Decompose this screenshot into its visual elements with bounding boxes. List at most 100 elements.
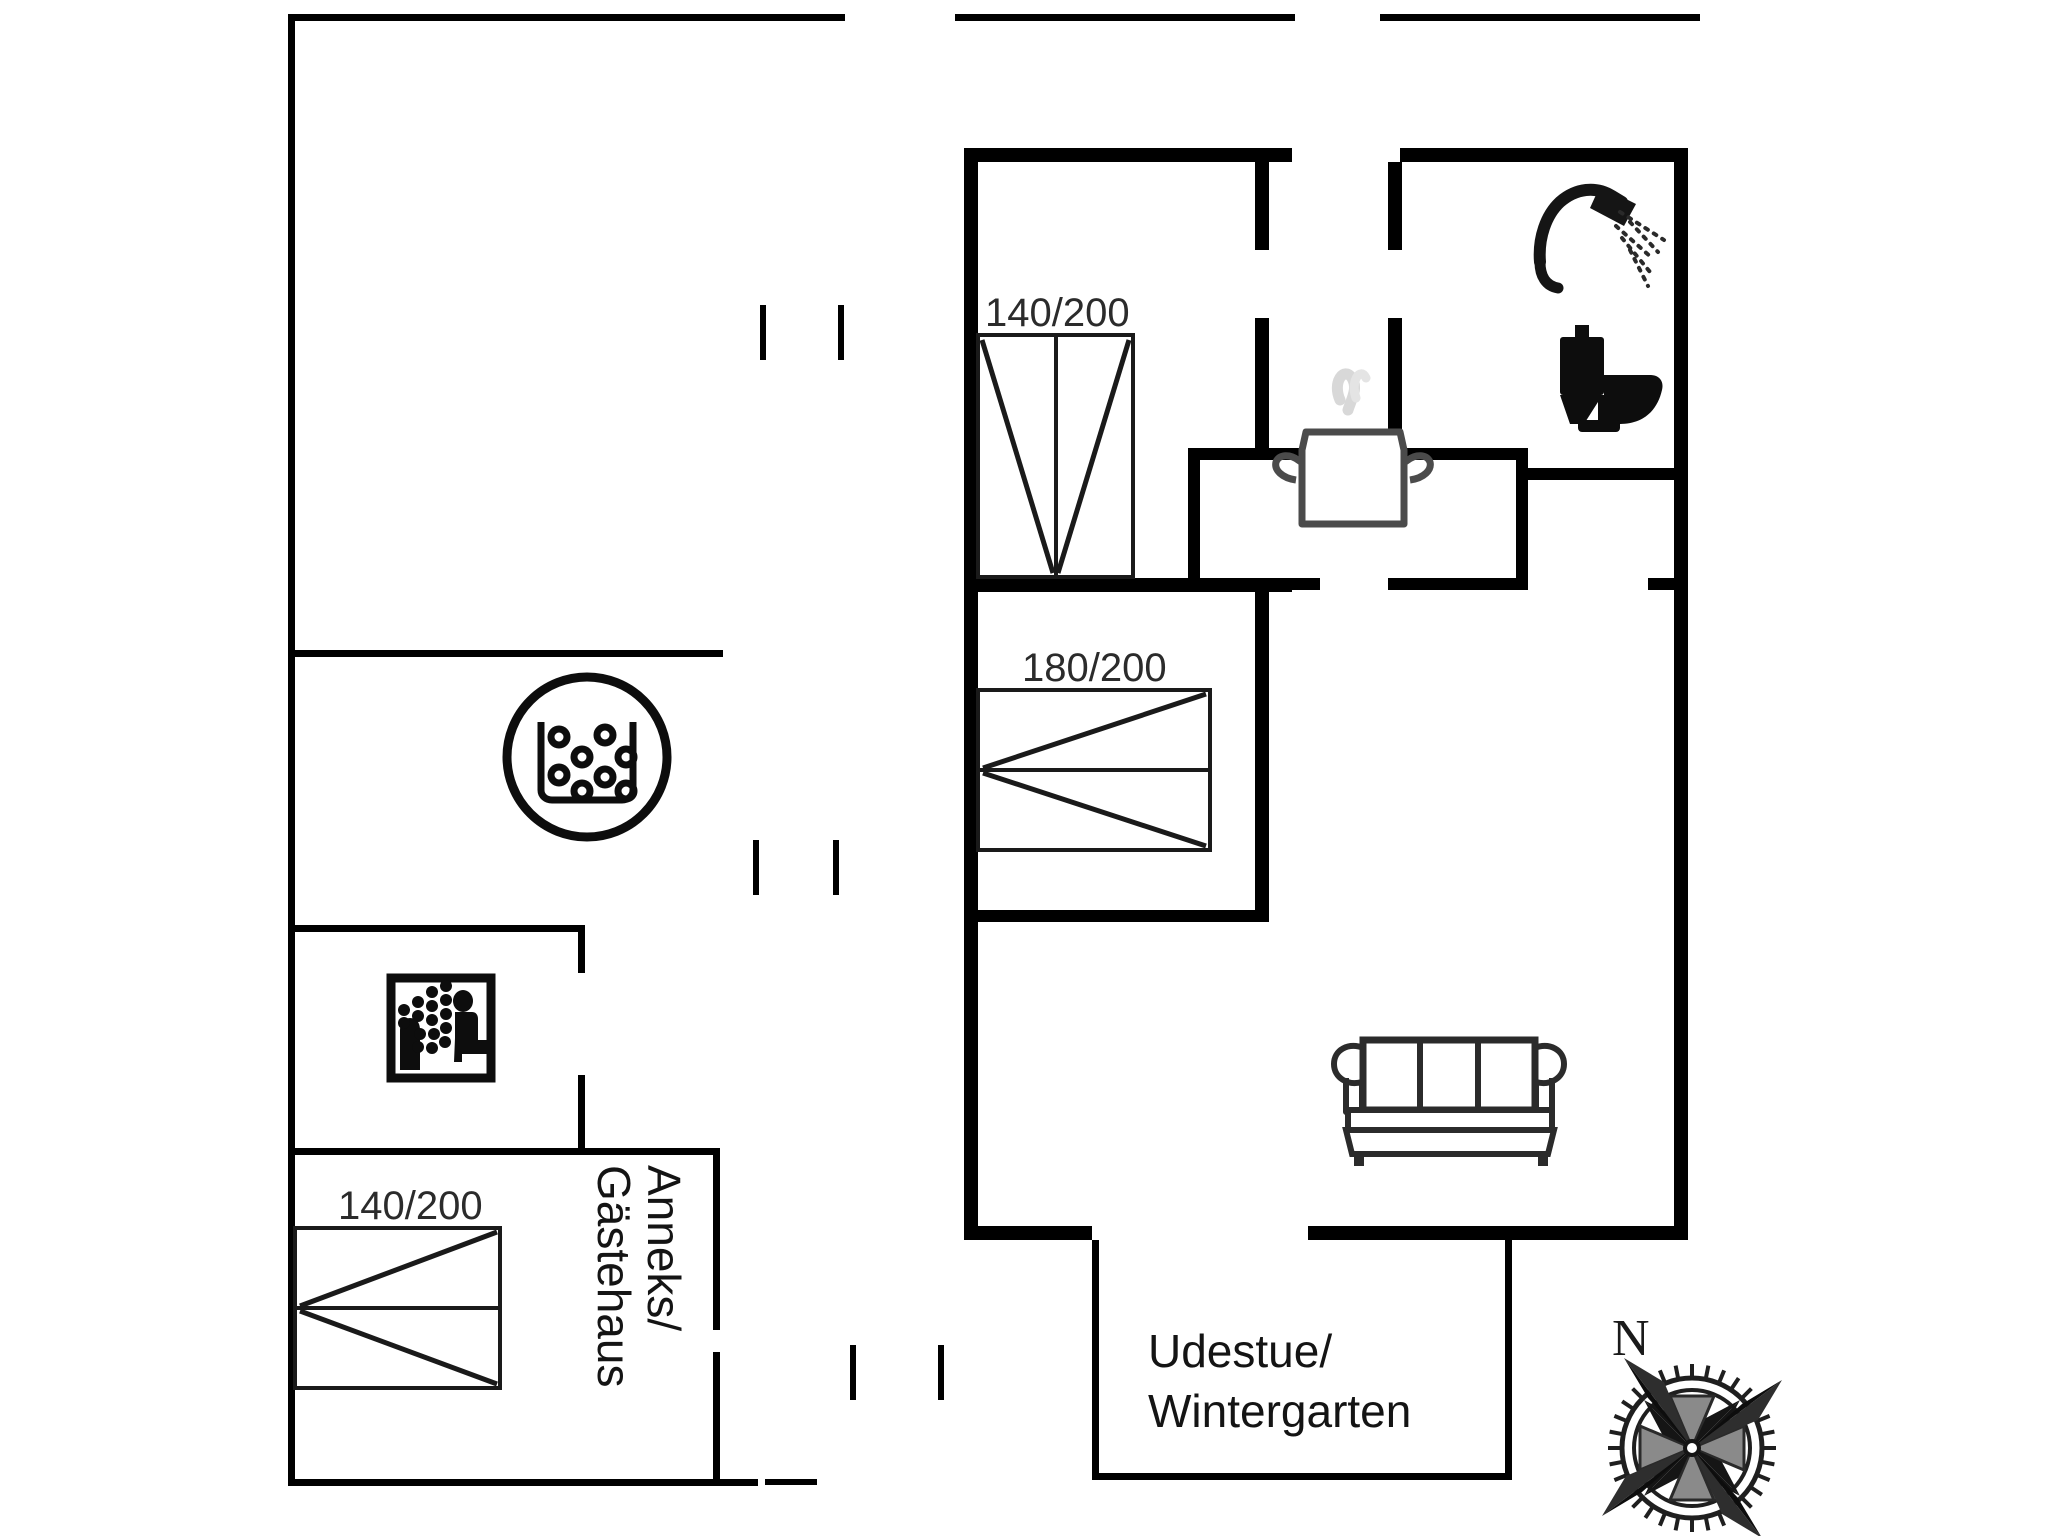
toilet-icon xyxy=(1560,325,1663,432)
compass-needle xyxy=(1602,1358,1782,1536)
main-partition-bath-left-lower xyxy=(1388,318,1402,458)
compass-needle-south xyxy=(1692,1448,1761,1536)
annex-partition-bedroom-top xyxy=(288,1148,720,1155)
main-partition-bath-left-upper xyxy=(1388,162,1402,250)
pot-handle-right xyxy=(1394,452,1434,484)
compass-center-hub xyxy=(1683,1439,1701,1457)
toilet-cistern xyxy=(1560,337,1604,395)
annex-partition-upper xyxy=(288,650,723,657)
annex-structure xyxy=(288,14,845,1486)
boundary-dash-1 xyxy=(760,305,766,360)
sauna-steam-dots xyxy=(398,980,452,1054)
conservatory-label-line1: Udestue/ xyxy=(1148,1325,1332,1377)
conservatory-wall-right xyxy=(1505,1240,1512,1480)
toilet-flush-button xyxy=(1575,325,1589,337)
bed-main-bedroom-1: 140/200 xyxy=(976,291,1135,579)
annex-wall-bottom xyxy=(288,1479,758,1486)
shower-head xyxy=(1590,186,1636,226)
pot-body xyxy=(1298,428,1408,528)
bed-diagonal-bottom xyxy=(299,1308,498,1387)
main-wall-bottom-right-seg xyxy=(1308,1226,1688,1240)
sauna-bench-edge xyxy=(455,1049,489,1054)
bed-diagonal-right xyxy=(1055,339,1132,574)
sauna-bench-upper xyxy=(455,1040,487,1049)
main-wall-top-left-seg xyxy=(964,148,1292,162)
shower-spray xyxy=(1614,210,1666,288)
boundary-dash-6 xyxy=(938,1345,944,1400)
kitchen-wall-left xyxy=(1188,448,1200,588)
compass-north-label: N xyxy=(1612,1310,1650,1367)
sofa-backrest xyxy=(1359,1036,1539,1114)
kitchen-wall-right xyxy=(1516,448,1528,586)
main-wall-bedroom2-bottom xyxy=(964,910,1269,922)
sofa-skirt xyxy=(1342,1127,1558,1157)
sofa-leg-left xyxy=(1354,1152,1364,1166)
main-eave-top-right xyxy=(1380,14,1700,21)
compass-diagonal-rays xyxy=(1644,1400,1740,1496)
annex-wall-bedroom-right-lower xyxy=(713,1352,720,1486)
bath-wall-bottom xyxy=(1528,468,1688,480)
main-partition-bedroom2-right xyxy=(1255,592,1269,922)
bed-dimension-label: 180/200 xyxy=(1022,646,1167,690)
bed-diagonal-top xyxy=(982,691,1207,771)
compass-ring-outer xyxy=(1619,1375,1765,1521)
main-wall-right-tick xyxy=(1648,578,1688,590)
conservatory-label-line2: Wintergarten xyxy=(1148,1385,1411,1437)
annex-room-label: Anneks/ Gästehaus xyxy=(588,1165,690,1387)
kitchen-wall-bottom-left xyxy=(1188,578,1320,590)
whirlpool-bubbles xyxy=(547,723,638,803)
whirlpool-icon xyxy=(502,672,672,842)
compass-needle-west-shade xyxy=(1602,1448,1692,1516)
main-eave-top-left xyxy=(955,14,1295,21)
sauna-person-torso xyxy=(455,1012,478,1038)
compass-cardinal-petals xyxy=(1638,1394,1746,1502)
annex-label-line1: Anneks/ xyxy=(638,1165,690,1331)
annex-wall-bedroom-right xyxy=(713,1148,720,1330)
shower-pipe-end xyxy=(1534,256,1564,294)
annex-wall-left xyxy=(288,14,295,1486)
pot-steam-right xyxy=(1349,369,1371,403)
compass-rose-icon: N xyxy=(1602,1310,1782,1536)
bed-dimension-label: 140/200 xyxy=(985,291,1130,335)
boundary-dash-5 xyxy=(850,1345,856,1400)
bed-diagonal-bottom xyxy=(982,770,1207,849)
boundary-dash-4 xyxy=(833,840,839,895)
boundary-dash-3 xyxy=(753,840,759,895)
bed-main-bedroom-2: 180/200 xyxy=(976,646,1212,852)
bed-diagonal-left xyxy=(979,339,1056,574)
conservatory-room-label: Udestue/ Wintergarten xyxy=(1148,1325,1411,1437)
toilet-base xyxy=(1578,420,1620,432)
main-house-structure xyxy=(955,14,1700,1240)
annex-label-line2: Gästehaus xyxy=(588,1165,640,1387)
boundary-dash-7 xyxy=(765,1479,817,1485)
toilet-bowl xyxy=(1560,375,1663,424)
main-wall-left xyxy=(964,148,978,1240)
sofa-leg-right xyxy=(1538,1152,1548,1166)
bed-annex: 140/200 xyxy=(293,1184,502,1390)
cooking-pot-icon xyxy=(1272,368,1434,528)
kitchen-wall-bottom-right xyxy=(1388,578,1528,590)
main-partition-bedroom1-right-lower xyxy=(1255,318,1269,458)
conservatory-wall-bottom xyxy=(1092,1473,1512,1480)
bed-diagonal-top xyxy=(299,1229,498,1309)
compass-needle-south-shade xyxy=(1692,1448,1761,1536)
compass-ring-inner xyxy=(1632,1388,1752,1508)
compass-needle-north-shade xyxy=(1624,1358,1692,1448)
main-wall-top-right-seg xyxy=(1400,148,1688,162)
annex-wall-top xyxy=(288,14,845,21)
compass-needle-east-shade xyxy=(1692,1380,1782,1448)
conservatory-structure xyxy=(1092,1240,1512,1480)
sauna-icon xyxy=(386,973,496,1083)
main-partition-bedroom1-right-upper xyxy=(1255,162,1269,250)
annex-boundary-dashes xyxy=(753,305,944,1485)
boundary-dash-2 xyxy=(838,305,844,360)
shower-icon xyxy=(1533,183,1666,294)
annex-wall-stub-sauna-lower xyxy=(578,1075,585,1153)
conservatory-wall-left xyxy=(1092,1240,1099,1480)
main-wall-bottom-left-seg xyxy=(964,1226,1092,1240)
annex-wall-stub-sauna-upper xyxy=(578,925,585,973)
sauna-person-head xyxy=(453,990,473,1012)
main-wall-right xyxy=(1674,148,1688,1240)
